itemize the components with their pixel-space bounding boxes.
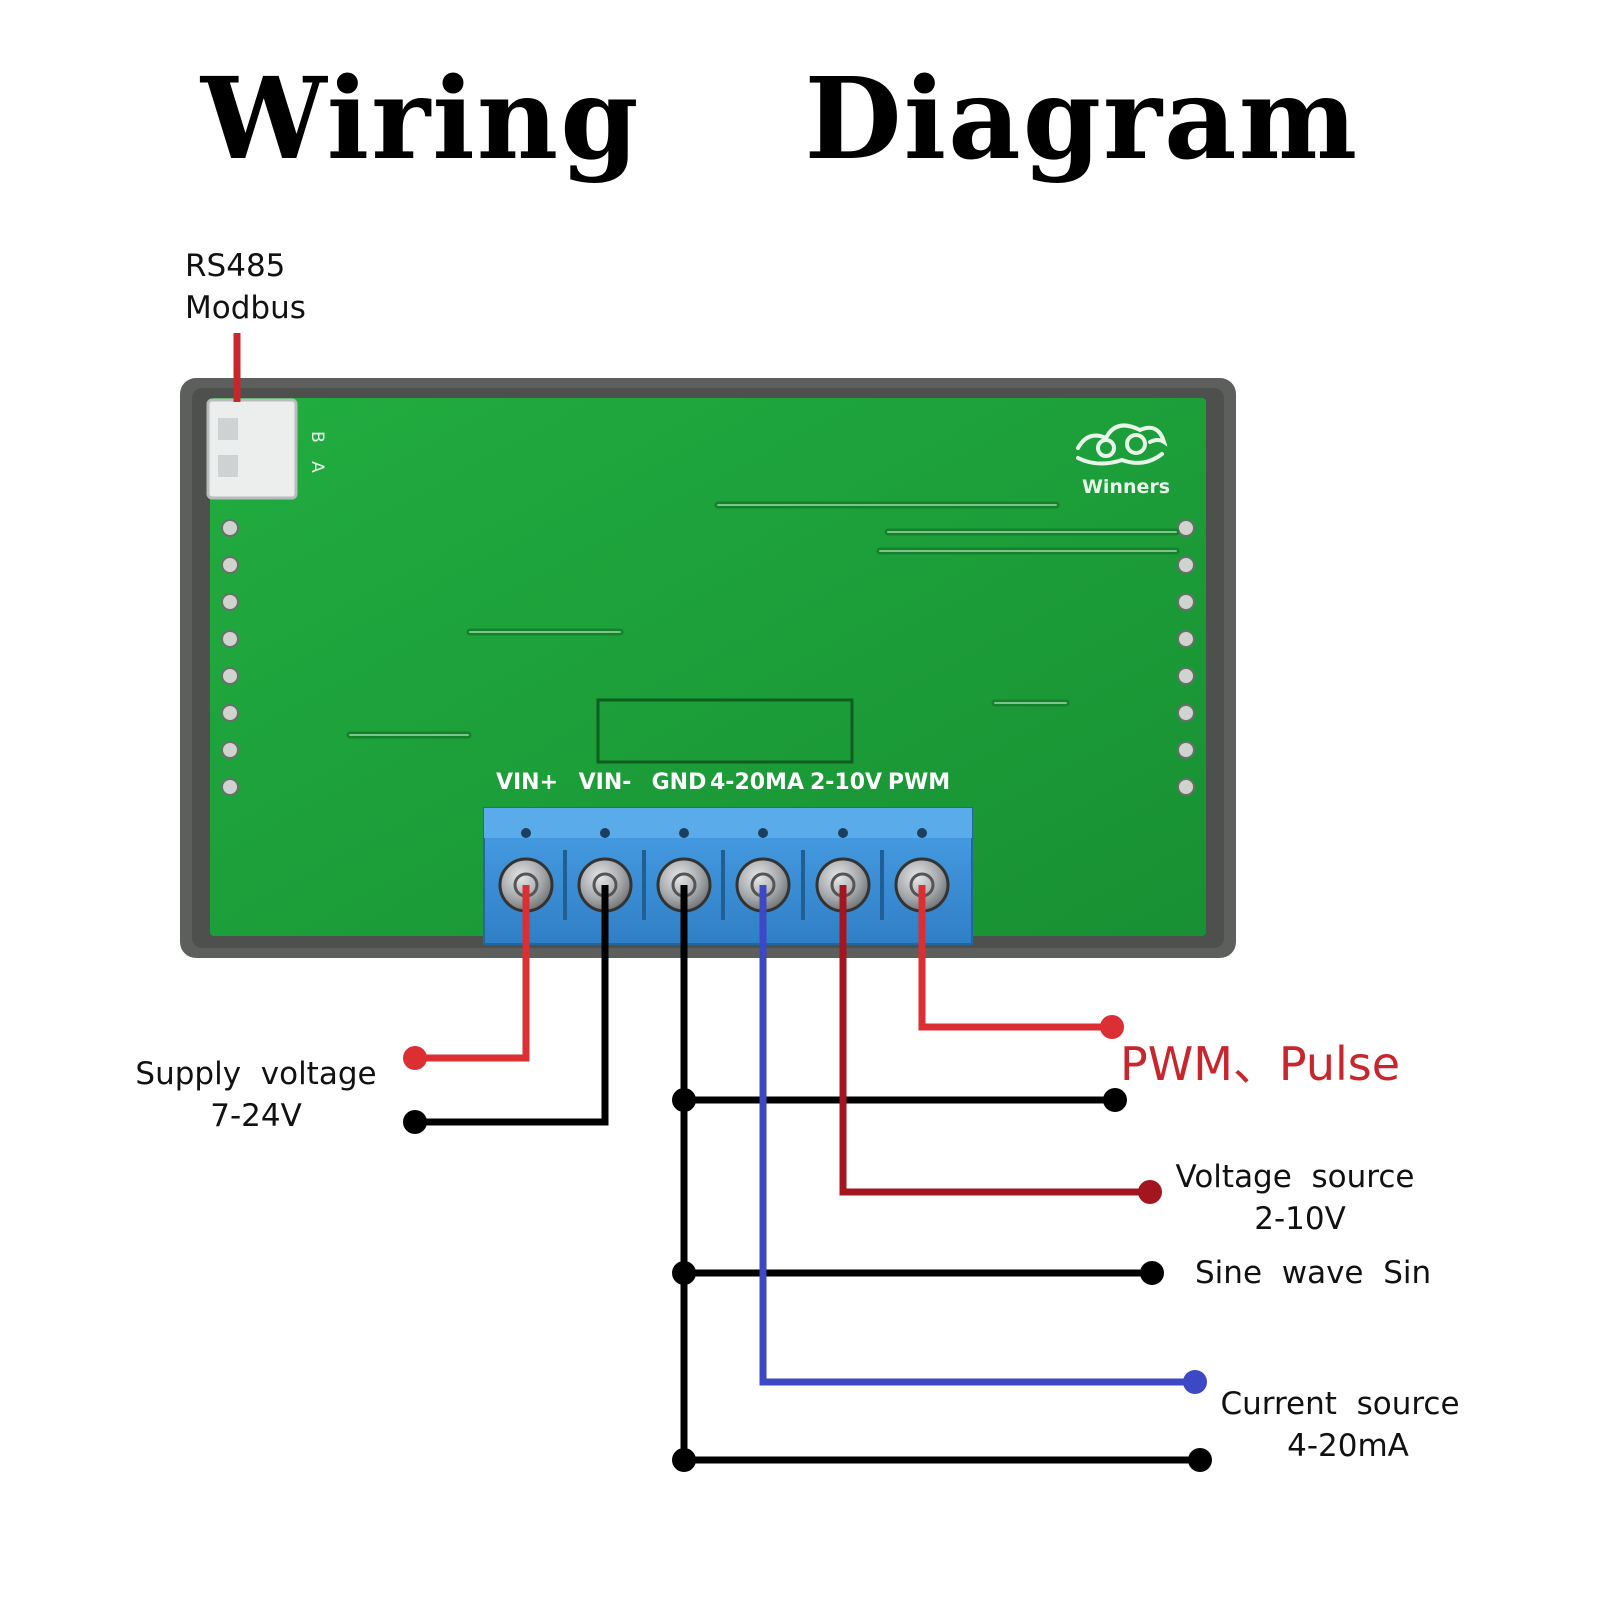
- voltage-source-label: Voltage source: [1176, 1159, 1415, 1195]
- supply-voltage-label: Supply voltage: [135, 1056, 376, 1092]
- wire-vin-minus: [415, 885, 609, 1126]
- current-source-range: 4-20mA: [1287, 1428, 1409, 1464]
- pcb-component-outline: [596, 698, 854, 764]
- brand-label: Winners: [1082, 476, 1170, 498]
- rs485-label: RS485: [185, 248, 285, 284]
- connector-pin-b: B: [307, 431, 327, 443]
- terminal-label-2-10v: 2-10V: [810, 770, 882, 795]
- voltage-source-range: 2-10V: [1254, 1201, 1346, 1237]
- pwm-pulse-label: PWM、Pulse: [1120, 1037, 1400, 1091]
- cloud-logo-icon: [1076, 423, 1168, 466]
- wire-vin-plus: [415, 885, 530, 1062]
- terminal-label-vin-plus: VIN+: [496, 770, 558, 795]
- terminal-label-vin-minus: VIN-: [579, 770, 632, 795]
- terminal-label-gnd: GND: [652, 770, 707, 795]
- terminal-label-pwm: PWM: [888, 770, 950, 795]
- left-header-pins: [221, 519, 239, 796]
- wire-4-20ma: [759, 885, 1195, 1386]
- terminal-label-4-20ma: 4-20MA: [710, 770, 804, 795]
- current-source-label: Current source: [1220, 1386, 1459, 1422]
- right-header-pins: [1177, 519, 1195, 796]
- connector-pin-a: A: [307, 461, 327, 473]
- wire-pwm: [918, 885, 1112, 1031]
- sine-wave-label: Sine wave Sin: [1195, 1255, 1431, 1291]
- modbus-label: Modbus: [185, 290, 306, 326]
- supply-voltage-range: 7-24V: [210, 1098, 302, 1134]
- page-title: Wiring Diagram: [200, 54, 1359, 185]
- terminal-block: [483, 807, 973, 945]
- wire-2-10v: [839, 885, 1150, 1196]
- rs485-connector: [206, 398, 298, 500]
- wire-end-dots: [403, 1015, 1212, 1472]
